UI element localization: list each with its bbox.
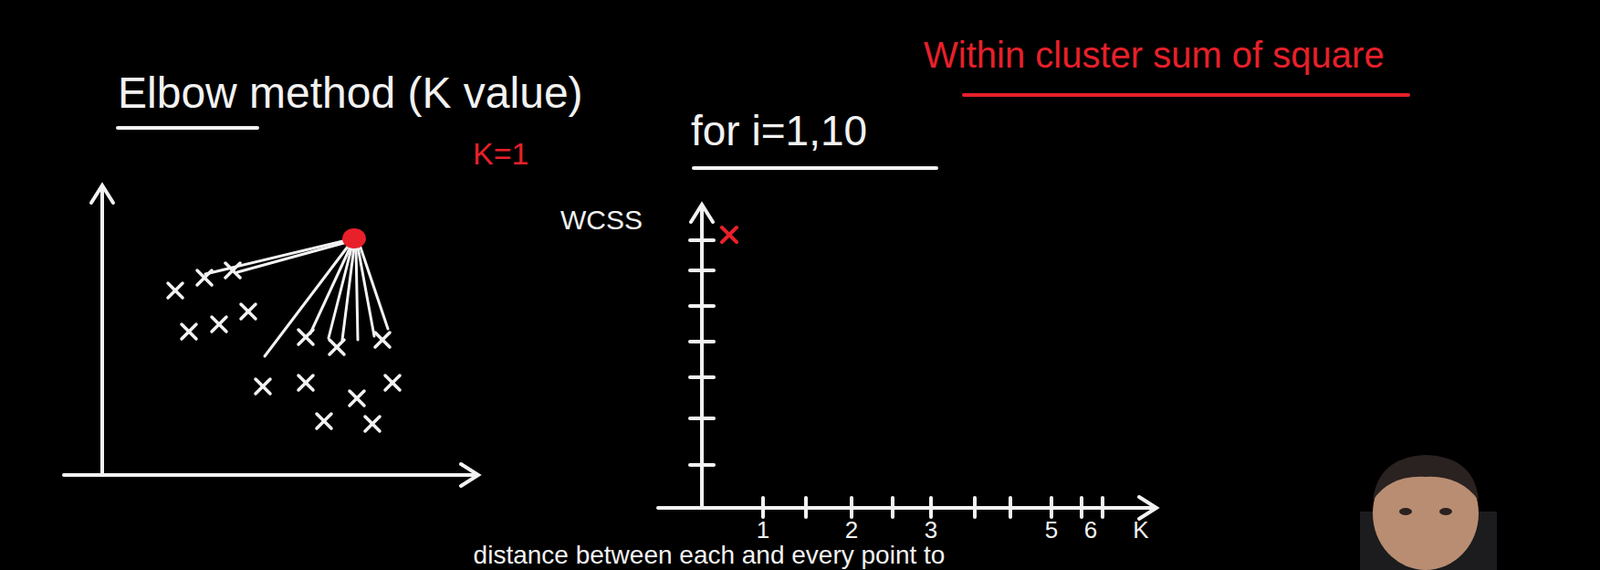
data-point-mark (385, 375, 400, 390)
tick-number: 3 (924, 516, 938, 544)
data-point-mark (365, 416, 380, 431)
data-point-mark (255, 378, 271, 394)
data-point-mark (329, 339, 345, 355)
k-value-note: K=1 (472, 136, 529, 171)
data-point-mark (375, 332, 390, 347)
data-point-mark (349, 390, 365, 406)
data-point-mark (211, 316, 227, 332)
axis-label: K (1132, 516, 1149, 544)
data-point-mark (167, 282, 183, 298)
data-point-mark (225, 262, 241, 278)
tick-number: 2 (845, 516, 858, 544)
tick-number: 1 (756, 516, 770, 544)
data-point-mark (181, 324, 197, 339)
axis-label: WCSS (560, 204, 643, 235)
data-point-mark (329, 339, 345, 355)
data-point-mark (298, 329, 314, 345)
data-point-mark (365, 416, 380, 431)
data-point-mark (255, 378, 271, 394)
data-point-mark (316, 413, 332, 429)
data-point-mark (211, 316, 227, 332)
data-point-mark (181, 324, 197, 339)
data-point-mark (240, 303, 256, 319)
wcss-heading: Within cluster sum of square (923, 34, 1385, 75)
loop-note: for i=1,10 (690, 107, 868, 155)
data-point-mark (197, 270, 212, 285)
tick-number: 5 (1045, 516, 1058, 544)
data-point-mark (375, 332, 390, 347)
data-point-mark (298, 375, 314, 390)
data-point-mark (197, 270, 212, 285)
data-point-mark (225, 262, 241, 278)
data-point-mark (298, 375, 314, 390)
data-point-mark (167, 282, 183, 298)
data-point-mark (316, 413, 332, 429)
data-point-mark (349, 390, 365, 406)
data-point-mark (240, 303, 256, 319)
subtitle-caption: distance between each and every point to (468, 542, 952, 568)
data-point-mark (298, 329, 314, 345)
tick-number: 6 (1084, 516, 1098, 544)
data-point-mark (385, 375, 400, 390)
board-title: Elbow method (K value) (117, 69, 584, 118)
